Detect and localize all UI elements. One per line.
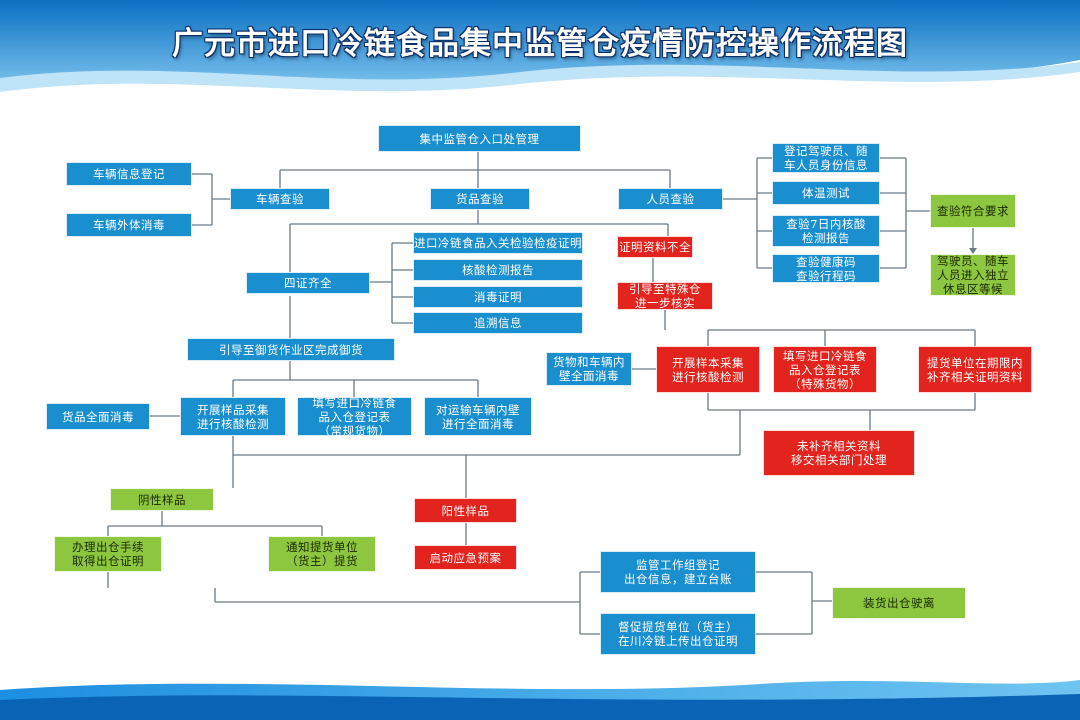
notify-owner-box: 通知提货单位 （货主）提货 bbox=[268, 536, 376, 572]
fill-form-special-box: 填写进口冷链食 品入仓登记表 （特殊货物） bbox=[773, 346, 877, 393]
load-depart-box: 装货出仓驶离 bbox=[832, 587, 966, 619]
vehicle-disinfect-box: 车辆外体消毒 bbox=[66, 213, 192, 237]
urge-upload-box: 督促提货单位（货主） 在川冷链上传出仓证明 bbox=[600, 613, 756, 655]
personnel-check-box: 人员查验 bbox=[618, 188, 723, 210]
health-code-box: 查验健康码 查验行程码 bbox=[772, 254, 880, 283]
positive-sample-box: 阳性样品 bbox=[414, 498, 517, 523]
guide-special-box: 引导至特殊仓 进一步核实 bbox=[617, 282, 713, 310]
vehicle-register-box: 车辆信息登记 bbox=[66, 162, 192, 186]
cert-trace-box: 追溯信息 bbox=[413, 312, 583, 334]
check-ok-box: 查验符合要求 bbox=[930, 194, 1016, 228]
special-sample-box: 开展样本采集 进行核酸检测 bbox=[656, 346, 760, 393]
supervision-register-box: 监管工作组登记 出仓信息，建立台账 bbox=[600, 551, 756, 593]
cert-customs-box: 进口冷链食品入关检验检疫证明 bbox=[413, 232, 583, 254]
fill-form-normal-box: 填写进口冷链食 品入仓登记表 （常规货物） bbox=[297, 396, 412, 438]
docs-incomplete-box: 证明资料不全 bbox=[617, 236, 693, 258]
guide-unload-box: 引导至御货作业区完成御货 bbox=[187, 338, 395, 361]
four-certs-box: 四证齐全 bbox=[246, 272, 370, 294]
page-title: 广元市进口冷链食品集中监管仓疫情防控操作流程图 bbox=[172, 26, 908, 62]
outbound-cert-box: 办理出仓手续 取得出仓证明 bbox=[54, 536, 162, 572]
goods-check-box: 货品查验 bbox=[430, 188, 530, 210]
cert-disinfect-box: 消毒证明 bbox=[413, 286, 583, 308]
not-supplemented-box: 未补齐相关资料 移交相关部门处理 bbox=[763, 430, 915, 476]
supplement-docs-box: 提货单位在期限内 补齐相关证明资料 bbox=[918, 346, 1032, 393]
sample-test-box: 开展样品采集 进行核酸检测 bbox=[180, 397, 286, 436]
nucleic-7day-box: 查验7日内核酸 检测报告 bbox=[772, 215, 880, 247]
vehicle-check-box: 车辆查验 bbox=[230, 188, 330, 210]
entry-management-box: 集中监管仓入口处管理 bbox=[378, 125, 581, 152]
special-disinfect-box: 货物和车辆内 壁全面消毒 bbox=[546, 352, 632, 386]
negative-sample-box: 阴性样品 bbox=[110, 488, 214, 511]
isolation-rest-box: 驾驶员、随车 人员进入独立 休息区等候 bbox=[930, 254, 1016, 296]
cert-nucleic-box: 核酸检测报告 bbox=[413, 259, 583, 281]
driver-id-box: 登记驾驶员、随 车人员身份信息 bbox=[772, 143, 880, 173]
temperature-box: 体温测试 bbox=[772, 181, 880, 205]
goods-disinfect-all-box: 货品全面消毒 bbox=[46, 403, 150, 430]
truck-disinfect-box: 对运输车辆内壁 进行全面消毒 bbox=[424, 397, 532, 436]
emergency-plan-box: 启动应急预案 bbox=[414, 545, 517, 570]
